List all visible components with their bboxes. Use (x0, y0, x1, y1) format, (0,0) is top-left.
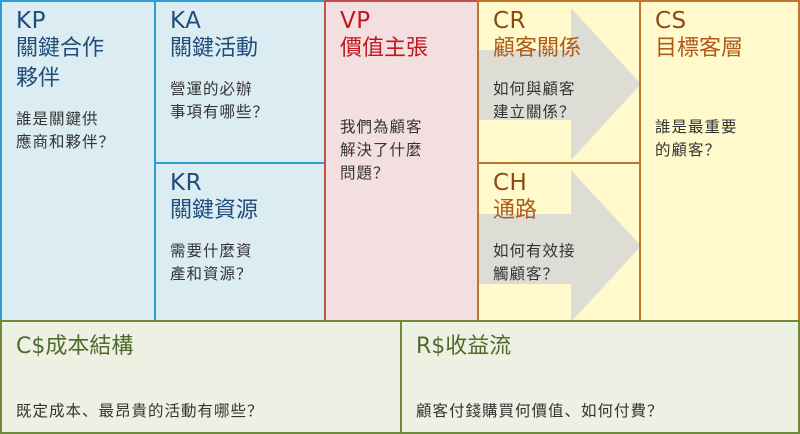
block-question: 應商和夥伴？ (16, 133, 116, 151)
block-code: KR (170, 170, 203, 196)
block-question: 建立關係？ (493, 103, 576, 121)
block-title: R$收益流 (416, 334, 512, 359)
block-question: 我們為顧客 (340, 118, 423, 136)
block-title: 關鍵活動 (170, 36, 259, 61)
block-code: KP (16, 8, 46, 34)
block-question: 誰是關鍵供 (16, 110, 99, 128)
block-key-partners: KP 關鍵合作 夥伴 誰是關鍵供 應商和夥伴？ (0, 0, 156, 322)
block-question: 解決了什麼 (340, 141, 423, 159)
block-customer-segments: CS 目標客層 誰是最重要 的顧客？ (639, 0, 800, 322)
block-value-proposition: VP 價值主張 我們為顧客 解決了什麼 問題？ (324, 0, 479, 322)
block-question: 營運的必辦 (170, 80, 253, 98)
block-title: 關鍵資源 (170, 198, 259, 223)
block-question: 問題？ (340, 164, 390, 182)
block-question: 事項有哪些？ (170, 103, 270, 121)
block-title: 價值主張 (340, 36, 429, 61)
block-cost-structure: C$成本結構 既定成本、最昂貴的活動有哪些？ (0, 320, 402, 434)
block-title: 顧客關係 (493, 36, 582, 61)
block-question: 既定成本、最昂貴的活動有哪些？ (16, 402, 264, 420)
block-title: C$成本結構 (16, 334, 134, 359)
block-key-activities: KA 關鍵活動 營運的必辦 事項有哪些？ (154, 0, 326, 164)
block-question: 產和資源？ (170, 265, 253, 283)
block-code: CR (493, 8, 527, 34)
block-code: CH (493, 170, 528, 196)
block-customer-relationships: CR 顧客關係 如何與顧客 建立關係？ (477, 0, 641, 164)
arrow-right-icon (479, 170, 639, 320)
block-question: 如何有效接 (493, 242, 576, 260)
block-revenue-streams: R$收益流 顧客付錢購買何價值、如何付費？ (400, 320, 800, 434)
block-title: 關鍵合作 (16, 36, 105, 61)
block-question: 如何與顧客 (493, 80, 576, 98)
block-channels: CH 通路 如何有效接 觸顧客？ (477, 162, 641, 322)
block-question: 觸顧客？ (493, 265, 560, 283)
block-title: 夥伴 (16, 66, 61, 91)
block-code: VP (340, 8, 371, 34)
block-question: 需要什麼資 (170, 242, 253, 260)
block-key-resources: KR 關鍵資源 需要什麼資 產和資源？ (154, 162, 326, 322)
block-question: 誰是最重要 (655, 118, 738, 136)
block-title: 通路 (493, 198, 538, 223)
block-code: KA (170, 8, 202, 34)
block-code: CS (655, 8, 687, 34)
block-question: 的顧客？ (655, 141, 722, 159)
block-question: 顧客付錢購買何價值、如何付費？ (416, 402, 664, 420)
arrow-right-icon (479, 8, 639, 160)
block-title: 目標客層 (655, 36, 744, 61)
